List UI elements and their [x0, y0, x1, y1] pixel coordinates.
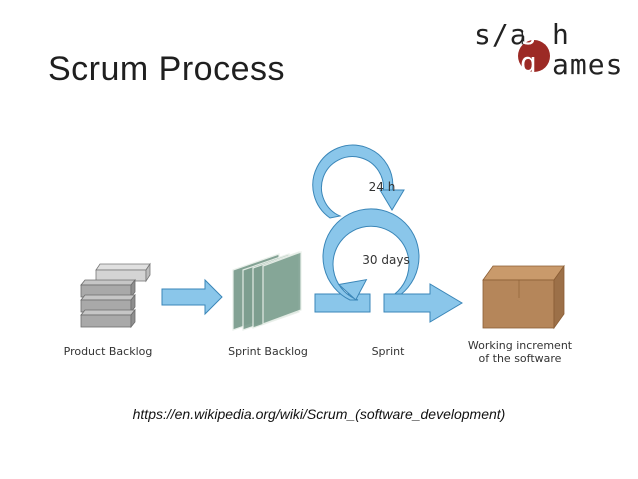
logo-badge-letter-2: g: [520, 46, 537, 79]
logo-line2: ames: [552, 48, 624, 81]
arrow-sprint-backlog-to-sprint: [314, 293, 371, 313]
daily-cycle-label: 24 h: [368, 180, 396, 194]
sprint-label: Sprint: [371, 345, 405, 358]
logo-badge-letter: s: [520, 18, 537, 51]
backlog-item-top: [95, 262, 151, 283]
backlog-item-2: [80, 293, 136, 314]
sprint-backlog-label: Sprint Backlog: [228, 345, 308, 358]
logo-badge: [518, 40, 550, 72]
arrow-backlog-to-sprint-backlog: [161, 278, 223, 316]
increment-box: [482, 264, 565, 330]
logo-line1-end: h: [552, 18, 570, 51]
backlog-item-1: [80, 278, 136, 299]
slide-title: Scrum Process: [48, 50, 285, 88]
slash-games-logo: s/a s h g ames: [470, 16, 630, 86]
working-increment-line2: of the software: [478, 352, 562, 365]
sprint-backlog-pages: [232, 251, 302, 331]
logo-line1-start: s/a: [474, 18, 528, 51]
product-backlog-stack: [80, 262, 151, 329]
backlog-item-3: [80, 308, 136, 329]
working-increment-label: Working increment of the software: [455, 339, 585, 365]
daily-cycle-loop: [312, 144, 405, 219]
source-url: https://en.wikipedia.org/wiki/Scrum_(sof…: [132, 406, 506, 422]
product-backlog-label: Product Backlog: [63, 345, 153, 358]
working-increment-line1: Working increment: [467, 339, 573, 352]
arrow-sprint-to-increment: [383, 283, 463, 323]
sprint-cycle-label: 30 days: [362, 253, 410, 267]
